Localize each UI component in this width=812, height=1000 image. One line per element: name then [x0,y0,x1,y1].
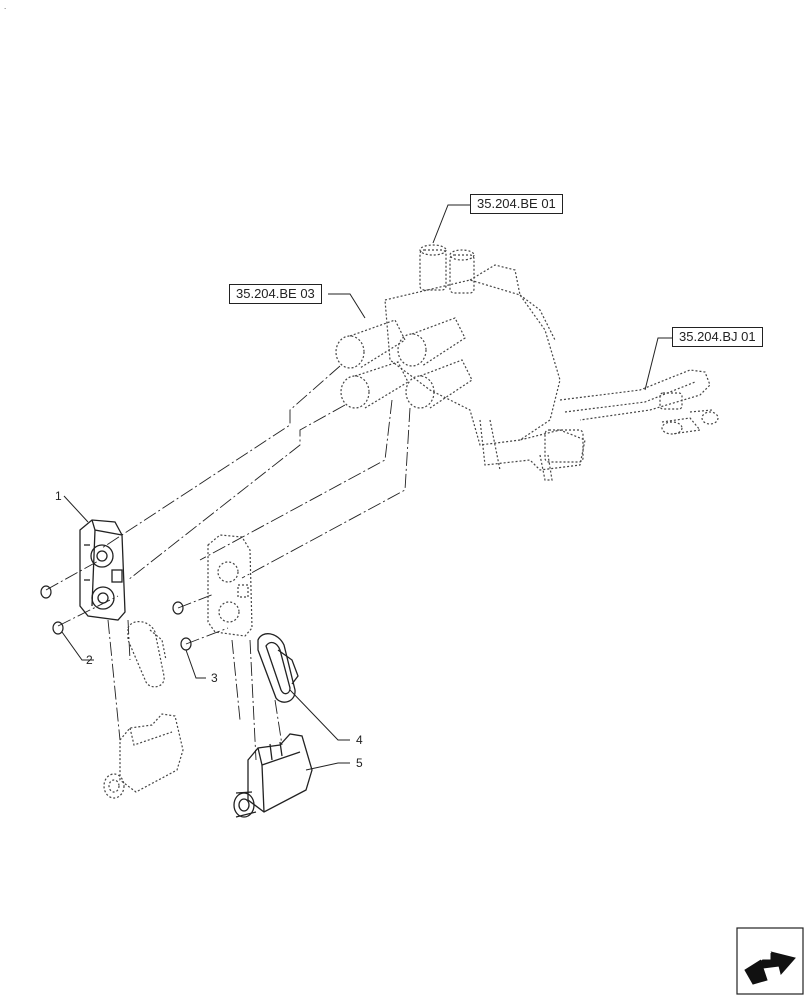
reference-leaders [328,204,672,391]
valve-plate-part-1 [79,519,126,621]
reference-box-right[interactable]: 35.204.BJ 01 [672,327,763,347]
valve-block-assembly [335,244,719,481]
explode-lines [45,365,411,761]
nav-icon-frame [736,927,804,995]
valve-plate-ghost [207,534,253,637]
connector-part-5 [233,733,313,818]
arrow-next-page-icon[interactable] [741,936,799,988]
callout-5: 5 [356,756,363,770]
hose-assembly [559,369,719,435]
callout-4: 4 [356,733,363,747]
reference-box-top[interactable]: 35.204.BE 01 [470,194,563,214]
reference-box-left[interactable]: 35.204.BE 03 [229,284,322,304]
corner-mark: . [4,2,7,11]
callout-leaders [61,495,350,771]
o-rings [40,585,192,651]
callout-3: 3 [211,671,218,685]
connector-ghost [103,713,184,799]
seal-ghost [127,621,167,688]
seal-part-4 [257,633,299,703]
spool-cartridges [335,317,473,409]
callout-1: 1 [55,489,62,503]
callout-2: 2 [86,653,93,667]
